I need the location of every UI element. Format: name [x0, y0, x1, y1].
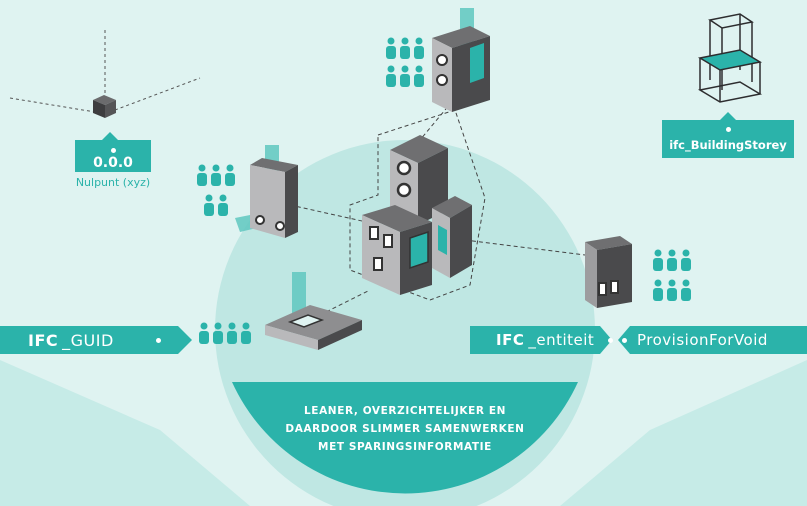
bottom-left-plane	[0, 360, 250, 506]
caption-line-2: DAARDOOR SLIMMER SAMENWERKEN	[285, 423, 525, 435]
people-group-right	[653, 249, 691, 301]
building-outline	[349, 109, 486, 301]
slab-element	[265, 272, 362, 350]
entity-tag-text: _entiteit	[528, 331, 595, 349]
entity-tag: IFC _entiteit	[496, 326, 614, 354]
origin-label: 0.0.0	[75, 140, 151, 172]
void-tag-text: ProvisionForVoid	[637, 331, 768, 349]
void-tag-arrow	[618, 326, 807, 354]
void-tag-dot	[622, 337, 627, 343]
wall-element-left	[235, 145, 298, 238]
bottom-right-plane	[560, 360, 807, 506]
building-storey-icon	[697, 13, 763, 103]
people-group-guid	[199, 322, 251, 344]
origin-label-pointer	[102, 132, 118, 140]
storey-label: ifc_BuildingStorey	[662, 120, 794, 158]
void-tag: ProvisionForVoid	[622, 326, 807, 354]
guid-tag: IFC _GUID	[28, 326, 188, 354]
entity-tag-dot	[608, 337, 614, 343]
origin-caption: Nulpunt (xyz)	[75, 176, 151, 189]
storey-label-pointer	[720, 112, 736, 120]
entity-tag-arrow	[470, 326, 612, 354]
guid-tag-arrow	[0, 326, 192, 354]
people-group-left	[197, 164, 235, 216]
storey-text: ifc_BuildingStorey	[669, 138, 787, 152]
circle-teal-cap	[232, 382, 578, 494]
center-caption: LEANER, OVERZICHTELIJKER EN DAARDOOR SLI…	[270, 402, 540, 456]
caption-line-3: MET SPARINGSINFORMATIE	[318, 441, 492, 453]
caption-line-1: LEANER, OVERZICHTELIJKER EN	[304, 405, 506, 417]
wall-element-top	[432, 8, 490, 112]
wall-element-right	[585, 236, 632, 308]
entity-tag-bold: IFC	[496, 331, 525, 349]
origin-axes	[9, 30, 201, 113]
guid-tag-text: _GUID	[62, 330, 114, 350]
central-building	[362, 135, 472, 295]
guid-tag-bold: IFC	[28, 330, 59, 350]
people-group-top	[386, 37, 424, 87]
origin-code: 0.0.0	[93, 155, 133, 171]
origin-cube-icon	[93, 95, 116, 118]
guid-tag-dot	[155, 337, 161, 343]
